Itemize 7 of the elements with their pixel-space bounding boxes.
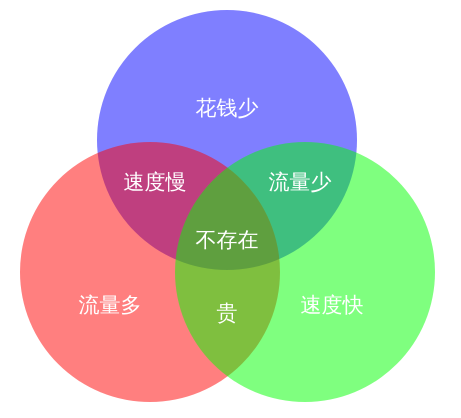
overlap-label: 速度慢	[124, 169, 186, 196]
set-label: 花钱少	[196, 95, 258, 122]
set-label: 流量多	[78, 292, 142, 319]
overlap-label: 流量少	[268, 169, 332, 196]
overlap-label: 不存在	[196, 227, 258, 254]
overlap-label: 贵	[216, 300, 238, 327]
set-label: 速度快	[300, 292, 364, 319]
